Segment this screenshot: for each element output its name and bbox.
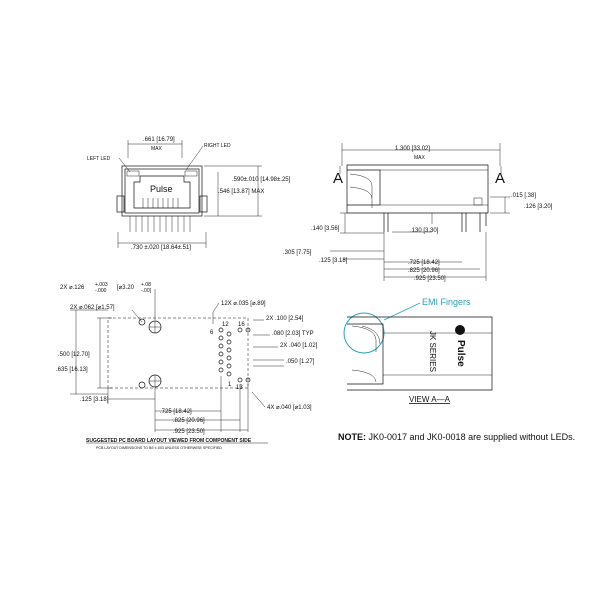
side-dim-925: .925 [23.50] bbox=[414, 276, 446, 282]
hole-2x-062: 2X ⌀.062 [⌀1.57] bbox=[70, 305, 115, 311]
note-text: JK0-0017 and JK0-0018 are supplied witho… bbox=[366, 432, 576, 442]
side-dim-305: .305 [7.75] bbox=[283, 250, 312, 256]
tol-minus: -.000 bbox=[95, 288, 107, 294]
section-label-right: A bbox=[495, 170, 505, 187]
dim-080: .080 [2.03] TYP bbox=[272, 331, 314, 337]
view-aa-brand: Pulse bbox=[455, 340, 466, 367]
pin-16: 16 bbox=[238, 322, 245, 328]
pcb-subcaption: PCB LAYOUT DIMENSIONS TO BE ±.003 UNLESS… bbox=[96, 446, 222, 450]
dim-2x-100: 2X .100 [2.54] bbox=[266, 316, 304, 322]
front-height-body: .546 [13.87] MAX bbox=[218, 189, 264, 195]
dim-050: .050 [1.27] bbox=[286, 359, 315, 365]
side-length-max: MAX bbox=[414, 155, 426, 161]
side-dim-725: .725 [18.42] bbox=[408, 260, 440, 266]
section-label-left: A bbox=[333, 170, 343, 187]
jk-series-text: JK SERIES bbox=[428, 331, 437, 372]
note-prefix: NOTE: bbox=[338, 432, 366, 442]
tol-mm-plus: +.08 bbox=[141, 282, 151, 288]
pcb-dim-635: .635 [16.13] bbox=[56, 367, 88, 373]
view-aa: EMI Fingers JK SERIES Pulse VIEW A—A bbox=[343, 297, 493, 404]
side-dim-126: .126 [3.20] bbox=[524, 204, 553, 210]
pin-13: 13 bbox=[236, 385, 243, 391]
pin-12: 12 bbox=[222, 322, 229, 328]
front-view: .661 [16.79] MAX LEFT LED RIGHT LED Puls… bbox=[87, 137, 291, 251]
front-width-top: .661 [16.79] bbox=[143, 137, 175, 143]
front-width-max: MAX bbox=[151, 146, 163, 152]
pin-1: 1 bbox=[228, 382, 232, 388]
pcb-dim-500: .500 [12.70] bbox=[58, 352, 90, 358]
side-dim-825: .825 [20.96] bbox=[408, 268, 440, 274]
tol-plus: +.003 bbox=[95, 282, 108, 288]
hole-2x-126: 2X ⌀.126 bbox=[60, 285, 85, 291]
pcb-dim-125: .125 [3.18] bbox=[80, 397, 109, 403]
hole-4x-040: 4X ⌀.040 [⌀1.03] bbox=[267, 405, 312, 411]
note: NOTE: JK0-0017 and JK0-0018 are supplied… bbox=[338, 432, 575, 442]
pcb-dim-925: .925 [23.50] bbox=[173, 429, 205, 435]
pin-6: 6 bbox=[210, 330, 214, 336]
view-aa-label: VIEW A—A bbox=[409, 395, 451, 404]
tol-mm-minus: -.00] bbox=[141, 288, 152, 294]
side-dim-015: .015 [.38] bbox=[511, 193, 536, 199]
emi-fingers-label: EMI Fingers bbox=[422, 297, 471, 307]
pcb-caption: SUGGESTED PC BOARD LAYOUT VIEWED FROM CO… bbox=[86, 438, 252, 444]
side-length: 1.300 [33.02] bbox=[395, 146, 430, 152]
front-height-total: .590±.010 [14.98±.25] bbox=[232, 177, 291, 183]
front-width-bottom: .730 ±.020 [18.64±.51] bbox=[131, 245, 191, 251]
side-dim-140: .140 [3.56] bbox=[311, 226, 340, 232]
tol-mm: [⌀3.20 bbox=[117, 285, 135, 291]
pcb-dim-725: .725 [18.42] bbox=[160, 409, 192, 415]
dim-2x-040: 2X .040 [1.02] bbox=[280, 343, 318, 349]
side-dim-125: .125 [3.18] bbox=[319, 258, 348, 264]
hole-12x-035: 12X ⌀.035 [⌀.89] bbox=[221, 301, 266, 307]
right-led-label: RIGHT LED bbox=[204, 143, 231, 149]
side-dim-130: .130 [3.30] bbox=[410, 228, 439, 234]
front-brand: Pulse bbox=[150, 184, 173, 194]
pcb-dim-825: .825 [20.96] bbox=[173, 418, 205, 424]
left-led-label: LEFT LED bbox=[87, 156, 111, 162]
side-view: 1.300 [33.02] MAX A A .015 [.38] .126 [3… bbox=[283, 143, 553, 282]
pcb-layout: 2X ⌀.126 +.003 -.000 [⌀3.20 +.08 -.00] 2… bbox=[56, 282, 318, 450]
